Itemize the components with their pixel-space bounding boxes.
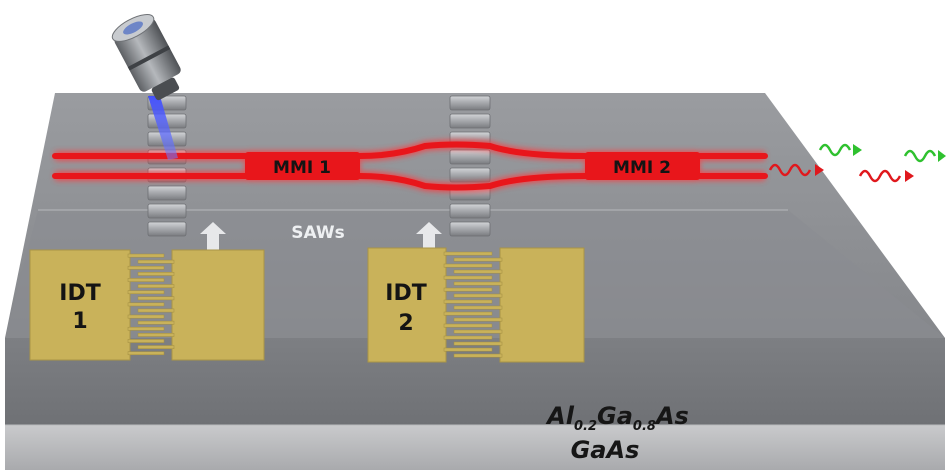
idt-2: IDT 2 bbox=[367, 247, 585, 363]
layer-label-gaas: GaAs bbox=[571, 436, 640, 464]
idt-finger bbox=[127, 351, 165, 356]
wavy-photon-icon bbox=[858, 169, 914, 183]
idt-finger bbox=[443, 335, 493, 340]
waveguide-lower bbox=[52, 173, 768, 191]
idt-finger bbox=[137, 296, 175, 301]
idt-finger bbox=[127, 278, 165, 282]
idt-finger bbox=[443, 347, 493, 352]
saw-wavefront-bar bbox=[449, 167, 491, 183]
idt-finger bbox=[137, 320, 175, 325]
algaas-al-subscript: 0.2 bbox=[574, 419, 597, 434]
idt-1-fingers bbox=[127, 253, 175, 356]
idt-finger bbox=[137, 284, 175, 288]
wavy-photon-icon bbox=[768, 163, 824, 177]
idt-finger bbox=[127, 265, 165, 270]
algaas-al: Al bbox=[545, 402, 575, 430]
idt-finger bbox=[443, 275, 493, 280]
idt-finger bbox=[137, 333, 175, 337]
wavy-photon-icon bbox=[903, 149, 946, 163]
idt-finger bbox=[453, 257, 503, 262]
idt-finger bbox=[453, 269, 503, 274]
layer-label-algaas: Al0.2Ga0.8As bbox=[545, 402, 689, 434]
algaas-ga-subscript: 0.8 bbox=[633, 419, 656, 434]
idt-finger bbox=[137, 345, 175, 349]
idt-finger bbox=[453, 293, 503, 298]
idt-2-label-line2: 2 bbox=[398, 311, 413, 336]
idt-finger bbox=[453, 329, 503, 334]
idt-finger bbox=[443, 299, 493, 304]
idt-2-right-pad bbox=[499, 247, 585, 363]
idt-1: IDT 1 bbox=[29, 249, 265, 361]
waveguide-upper bbox=[52, 141, 768, 159]
idt-1-label-line2: 1 bbox=[72, 309, 87, 334]
idt-1-left-pad bbox=[29, 249, 131, 361]
idt-finger bbox=[443, 311, 493, 316]
saws-label: SAWs bbox=[291, 223, 345, 243]
idt-finger bbox=[443, 263, 493, 268]
idt-finger bbox=[137, 272, 175, 276]
idt-finger bbox=[443, 251, 493, 256]
idt-1-right-pad bbox=[171, 249, 265, 361]
mmi-1-label: MMI 1 bbox=[273, 158, 331, 178]
substrate-front-face-gaas bbox=[5, 425, 945, 470]
idt-finger bbox=[127, 302, 165, 307]
idt-finger bbox=[137, 259, 175, 264]
saw-wavefront-bar bbox=[449, 95, 491, 111]
idt-2-left-pad bbox=[367, 247, 447, 363]
idt-finger bbox=[453, 281, 503, 286]
idt-finger bbox=[443, 323, 493, 328]
idt-finger bbox=[453, 305, 503, 310]
saw-wavefront-bar bbox=[449, 221, 491, 237]
saw-wavefront-bar bbox=[449, 113, 491, 129]
laser-beam bbox=[148, 96, 178, 160]
idt-finger bbox=[127, 326, 165, 331]
idt-finger bbox=[453, 341, 503, 346]
mmi-2-block bbox=[585, 152, 700, 180]
idt-finger bbox=[127, 339, 165, 343]
wavy-photon-icon bbox=[818, 143, 862, 157]
idt-1-label-line1: IDT bbox=[59, 281, 100, 306]
up-arrow-icon bbox=[200, 222, 226, 256]
idt-finger bbox=[453, 353, 503, 358]
idt-finger bbox=[127, 314, 165, 319]
up-arrow-icon bbox=[416, 222, 442, 256]
idt-2-fingers bbox=[443, 251, 503, 358]
idt-finger bbox=[137, 308, 175, 313]
mmi-2-label: MMI 2 bbox=[613, 158, 671, 178]
saw-wavefront-bar bbox=[147, 185, 187, 201]
algaas-as: As bbox=[654, 402, 689, 430]
idt-finger bbox=[453, 317, 503, 322]
saw-wavefront-bar bbox=[449, 203, 491, 219]
idt-finger bbox=[127, 290, 165, 295]
idt-finger bbox=[443, 287, 493, 292]
algaas-ga: Ga bbox=[597, 402, 633, 430]
saw-wavefront-bar bbox=[147, 221, 187, 237]
waveguide-network: MMI 1 MMI 2 bbox=[52, 140, 768, 192]
mmi-1-block bbox=[245, 152, 360, 180]
idt-2-label-line1: IDT bbox=[385, 281, 426, 306]
idt-finger bbox=[127, 253, 165, 258]
microscope-objective-icon bbox=[111, 14, 181, 101]
saw-wavefront-bar bbox=[147, 203, 187, 219]
saw-wavefront-bar bbox=[449, 149, 491, 165]
